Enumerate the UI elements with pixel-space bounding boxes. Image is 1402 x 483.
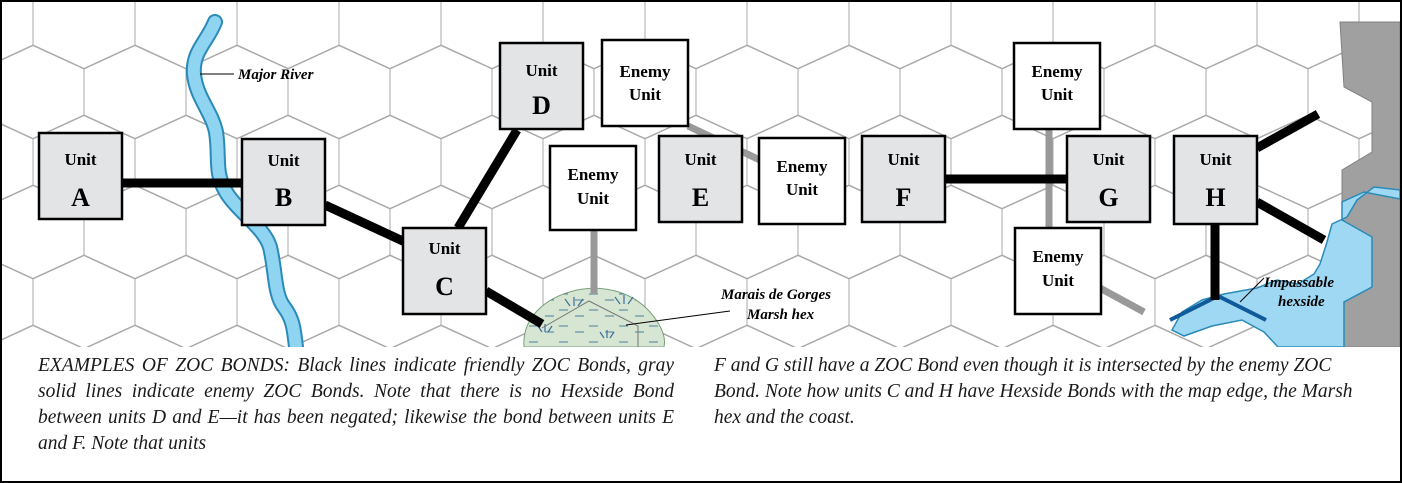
hex-cell xyxy=(1154,2,1258,70)
friendly-zoc-bonds xyxy=(122,110,1327,328)
unit-b-label: Unit xyxy=(267,151,299,170)
marsh-label-line1: Marais de Gorges xyxy=(720,287,831,303)
hex-cell xyxy=(698,324,796,347)
hex-cell xyxy=(134,254,238,347)
hex-cell xyxy=(1103,44,1207,140)
unit-a-letter: A xyxy=(71,183,90,212)
unit-g-label: Unit xyxy=(1092,150,1124,169)
impassable-label-line2: hexside xyxy=(1278,294,1325,310)
hex-cell xyxy=(848,254,952,347)
hex-cell xyxy=(338,114,442,210)
hex-cell xyxy=(848,2,952,70)
hex-cell xyxy=(83,44,187,140)
coast-water xyxy=(1170,186,1400,347)
impassable-pointer xyxy=(1239,277,1265,303)
enemy-unit-5-line1: Enemy xyxy=(1033,247,1085,266)
hex-cell xyxy=(902,324,1000,347)
hex-cell xyxy=(32,2,136,70)
unit-h-label: Unit xyxy=(1199,150,1231,169)
marsh-label-line2: Marsh hex xyxy=(746,307,815,323)
hex-cell xyxy=(86,324,184,347)
hex-cell xyxy=(392,324,490,347)
hex-cell xyxy=(32,254,136,347)
hex-cell xyxy=(1358,119,1400,205)
unit-b-letter: B xyxy=(275,183,292,212)
enemy-unit-3-line2: Unit xyxy=(786,180,818,199)
unit-g-letter: G xyxy=(1098,183,1118,212)
unit-f[interactable]: Unit F xyxy=(860,134,947,224)
unit-h[interactable]: Unit H xyxy=(1172,134,1259,226)
enemy-unit-1[interactable]: Enemy Unit xyxy=(600,38,690,128)
enemy-unit-5-line2: Unit xyxy=(1042,271,1074,290)
hex-cell xyxy=(188,324,286,347)
unit-e-letter: E xyxy=(692,183,709,212)
enemy-unit-5[interactable]: Enemy Unit xyxy=(1013,226,1103,316)
enemy-unit-1-line2: Unit xyxy=(629,85,661,104)
hex-cell xyxy=(800,324,898,347)
hex-cell xyxy=(746,2,850,70)
hex-cell xyxy=(389,44,493,140)
enemy-unit-4[interactable]: Enemy Unit xyxy=(1012,41,1102,131)
unit-g[interactable]: Unit G xyxy=(1065,134,1152,224)
hex-cell xyxy=(1004,324,1102,347)
hex-cell xyxy=(2,123,34,201)
hex-cell xyxy=(134,2,238,70)
hex-cell xyxy=(287,44,391,140)
enemy-unit-4-line2: Unit xyxy=(1041,85,1073,104)
caption-left: EXAMPLES OF ZOC BONDS: Black lines indic… xyxy=(38,355,674,454)
caption-right: F and G still have a ZOC Bond even thoug… xyxy=(714,355,1353,428)
enemy-unit-3-line1: Enemy xyxy=(777,157,829,176)
unit-e[interactable]: Unit E xyxy=(657,134,744,224)
unit-d-label: Unit xyxy=(525,61,557,80)
hex-cell xyxy=(2,2,34,61)
marsh-pointer xyxy=(625,310,731,326)
hex-cell xyxy=(2,44,85,140)
unit-e-label: Unit xyxy=(684,150,716,169)
hex-cell xyxy=(899,44,1003,140)
hex-map: Major River Marais de Gorges Marsh hex I… xyxy=(2,2,1400,347)
unit-b[interactable]: Unit B xyxy=(240,137,327,227)
unit-h-letter: H xyxy=(1205,183,1225,212)
major-river-label: Major River xyxy=(237,67,314,83)
enemy-unit-1-line1: Enemy xyxy=(620,62,672,81)
unit-f-label: Unit xyxy=(887,150,919,169)
unit-c[interactable]: Unit C xyxy=(401,226,488,316)
enemy-unit-2-line2: Unit xyxy=(577,189,609,208)
impassable-label-line1: Impassable xyxy=(1263,275,1334,291)
hex-cell xyxy=(797,44,901,140)
unit-c-letter: C xyxy=(435,272,454,301)
enemy-unit-2[interactable]: Enemy Unit xyxy=(548,144,638,232)
unit-d[interactable]: Unit D xyxy=(498,41,585,131)
hex-cell xyxy=(338,2,442,70)
unit-a-label: Unit xyxy=(64,150,96,169)
unit-f-letter: F xyxy=(896,183,912,212)
enemy-unit-3[interactable]: Enemy Unit xyxy=(757,136,847,226)
unit-a[interactable]: Unit A xyxy=(37,131,124,221)
unit-d-letter: D xyxy=(532,91,551,120)
unit-c-label: Unit xyxy=(428,239,460,258)
hex-cell xyxy=(2,263,34,341)
enemy-unit-2-line1: Enemy xyxy=(568,165,620,184)
enemy-unit-4-line1: Enemy xyxy=(1032,62,1084,81)
hex-cell xyxy=(236,2,340,70)
hex-cell xyxy=(695,44,799,140)
